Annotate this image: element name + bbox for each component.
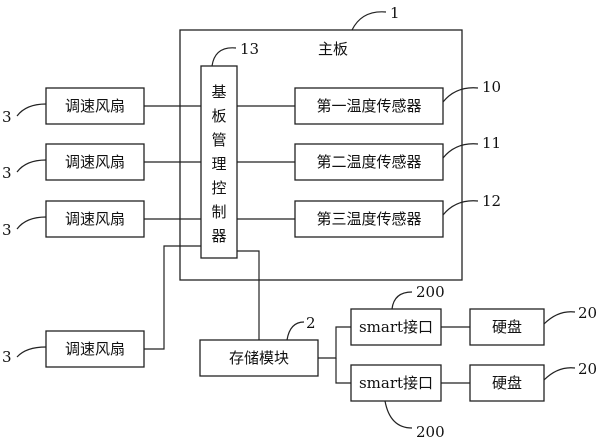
temp-sensor-3-ref-leader [442,200,479,216]
temp-sensor-1-box [294,87,444,125]
bmc-char: 制 [211,203,226,221]
fan-4-box [45,330,145,368]
mainboard-ref-leader [351,11,387,31]
wire-bmc-storage [237,250,260,340]
smart-interface-2-box [350,364,442,402]
disk-2-ref-leader [543,367,576,381]
disk-2-label: 硬盘 [492,374,522,392]
temp-sensor-1-ref-number: 10 [482,78,501,96]
storage-module-label: 存储模块 [229,349,289,367]
fan-2-label: 调速风扇 [65,153,125,171]
smart-interface-2-ref-leader [384,400,413,429]
bmc-char: 控 [211,179,226,197]
fan-3-ref-leader [16,216,47,230]
wire-storage-smart-1 [318,326,351,359]
temp-sensor-3-ref-number: 12 [482,192,501,210]
fan-2-ref-number: 3 [2,164,12,182]
wire-fan-4-bmc [144,245,201,350]
disk-2-ref-number: 20 [578,360,597,378]
bmc-char: 理 [211,155,226,173]
fan-1-label: 调速风扇 [65,97,125,115]
bmc-char: 板 [211,107,226,125]
fan-3-ref-number: 3 [2,221,12,239]
temp-sensor-1-ref-leader [442,87,479,103]
fan-1-box [45,87,145,125]
smart-interface-1-box [350,308,442,346]
temp-sensor-2-label: 第二温度传感器 [316,153,421,171]
fan-3-label: 调速风扇 [65,210,125,228]
bmc-box [200,65,238,259]
disk-1-ref-number: 20 [578,304,597,322]
disk-1-ref-leader [543,311,576,325]
bmc-ref-number: 13 [240,40,259,58]
temp-sensor-2-ref-leader [442,143,479,159]
fan-2-box [45,143,145,181]
fan-4-ref-leader [16,346,47,358]
disk-1-box [469,308,545,346]
smart-interface-2-label: smart接口 [359,374,433,392]
mainboard-ref-number: 1 [390,4,400,22]
fan-4-label: 调速风扇 [65,340,125,358]
smart-interface-2-ref-number: 200 [416,423,445,441]
mainboard-label: 主板 [318,40,348,58]
temp-sensor-3-label: 第三温度传感器 [316,210,421,228]
smart-interface-1-label: smart接口 [359,318,433,336]
temp-sensor-2-box [294,143,444,181]
wire-storage-smart-2 [335,358,351,384]
fan-3-box [45,200,145,238]
bmc-char: 基 [211,83,226,101]
fan-4-ref-number: 3 [2,348,12,366]
storage-ref-leader [286,321,305,341]
smart-interface-1-ref-leader [391,291,413,310]
fan-1-ref-leader [16,103,47,117]
fan-1-ref-number: 3 [2,108,12,126]
bmc-char: 器 [211,227,226,245]
mainboard-frame [179,29,463,281]
storage-ref-number: 2 [306,314,316,332]
disk-2-box [469,364,545,402]
bmc-ref-leader [211,47,237,67]
fan-2-ref-leader [16,159,47,173]
bmc-label: 基 板 管 理 控 制 器 [211,83,226,245]
bmc-char: 管 [211,131,226,149]
smart-interface-1-ref-number: 200 [416,283,445,301]
temp-sensor-2-ref-number: 11 [482,134,501,152]
temp-sensor-1-label: 第一温度传感器 [316,97,421,115]
disk-1-label: 硬盘 [492,318,522,336]
